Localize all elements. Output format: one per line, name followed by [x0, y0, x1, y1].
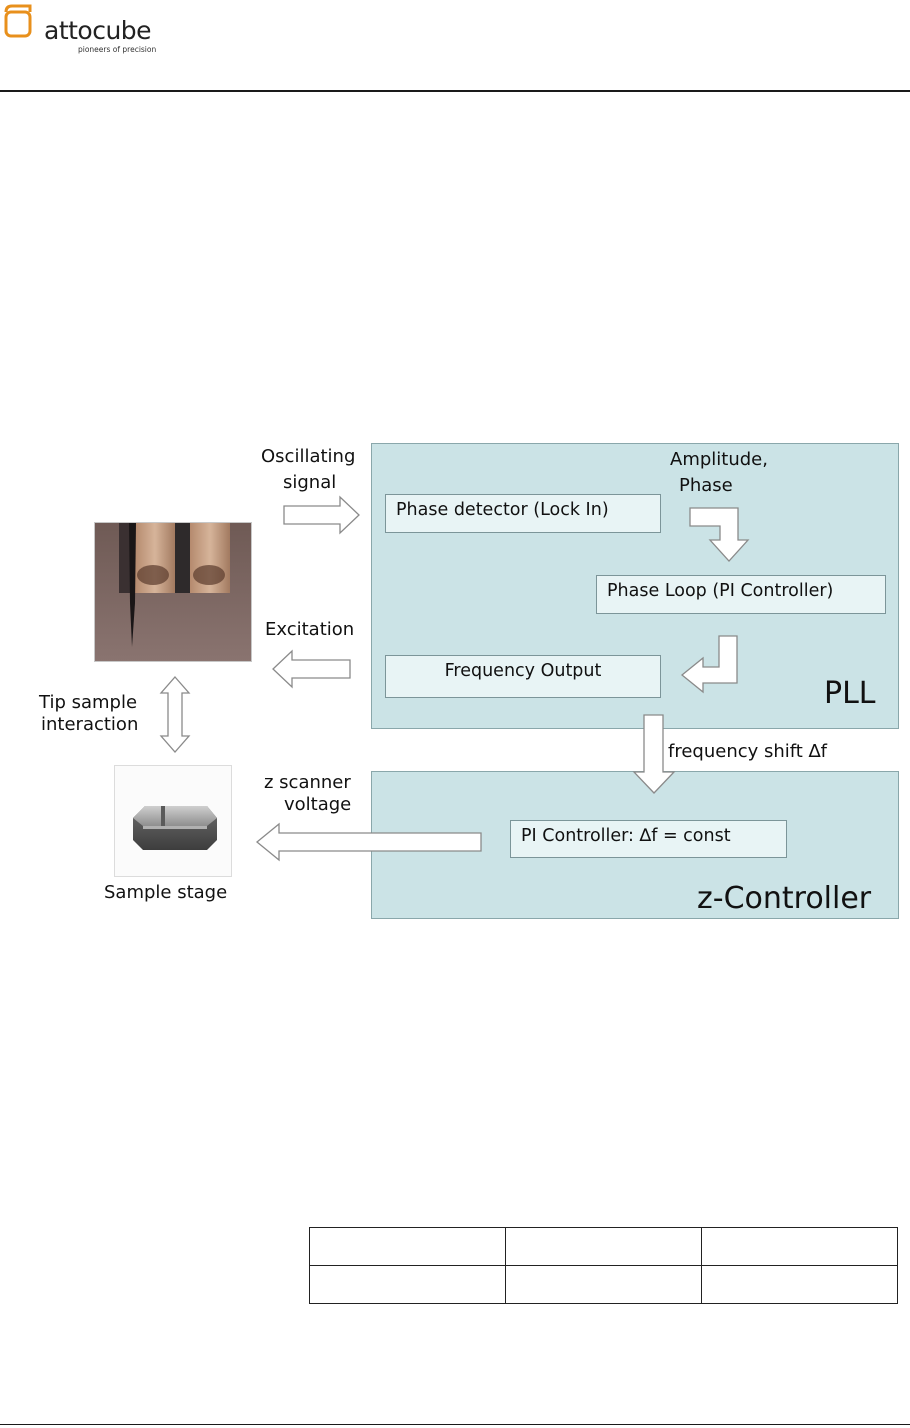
amplitude-phase-arrow: [689, 507, 750, 562]
frequency-output-box: Frequency Output: [385, 655, 661, 698]
oscillating-signal-arrow: [283, 495, 360, 535]
table-cell: [701, 1265, 898, 1304]
oscillating-signal-label: Oscillating: [261, 446, 356, 467]
phase-loop-output-arrow: [680, 635, 738, 694]
table-row: [309, 1265, 898, 1304]
z-scanner-voltage-arrow: [255, 822, 482, 862]
pi-controller-box: PI Controller: ∆f = const: [510, 820, 787, 858]
excitation-arrow: [272, 649, 351, 689]
phase-detector-box: Phase detector (Lock In): [385, 494, 661, 533]
table-row: [309, 1227, 898, 1266]
tip-sample-interaction-arrow: [159, 676, 191, 753]
table-cell: [309, 1265, 506, 1304]
pi-controller-label: PI Controller: ∆f = const: [521, 826, 731, 846]
amplitude-label: Amplitude,: [670, 449, 768, 470]
logo-wordmark: attocube: [44, 16, 152, 45]
sample-stage-photo: [114, 765, 232, 877]
footer-divider: [0, 1424, 910, 1425]
table-cell: [701, 1227, 898, 1266]
phase-loop-box: Phase Loop (PI Controller): [596, 575, 886, 614]
frequency-shift-label: frequency shift ∆f: [668, 741, 827, 762]
frequency-shift-arrow: [632, 714, 676, 794]
logo-tagline: pioneers of precision: [78, 45, 157, 54]
header-divider: [0, 90, 910, 92]
sample-stage-label: Sample stage: [104, 882, 228, 903]
frequency-output-label: Frequency Output: [444, 661, 602, 681]
tip-sample-interaction-label: interaction: [41, 714, 139, 735]
phase-label: Phase: [679, 475, 733, 496]
pll-title: PLL: [824, 676, 876, 711]
cantilever-photo: [94, 522, 252, 662]
z-scanner-voltage-label: voltage: [284, 794, 352, 815]
table-cell: [309, 1227, 506, 1266]
data-table: [309, 1227, 898, 1304]
z-scanner-label: z scanner: [264, 772, 351, 793]
table-cell: [505, 1265, 702, 1304]
excitation-label: Excitation: [265, 619, 355, 640]
z-controller-title: z-Controller: [697, 881, 872, 916]
phase-loop-label: Phase Loop (PI Controller): [607, 581, 834, 601]
tip-sample-label: Tip sample: [39, 692, 138, 713]
oscillating-signal-label-2: signal: [283, 472, 337, 493]
phase-detector-label: Phase detector (Lock In): [396, 500, 609, 520]
attocube-logo-icon: [4, 4, 32, 38]
table-cell: [505, 1227, 702, 1266]
